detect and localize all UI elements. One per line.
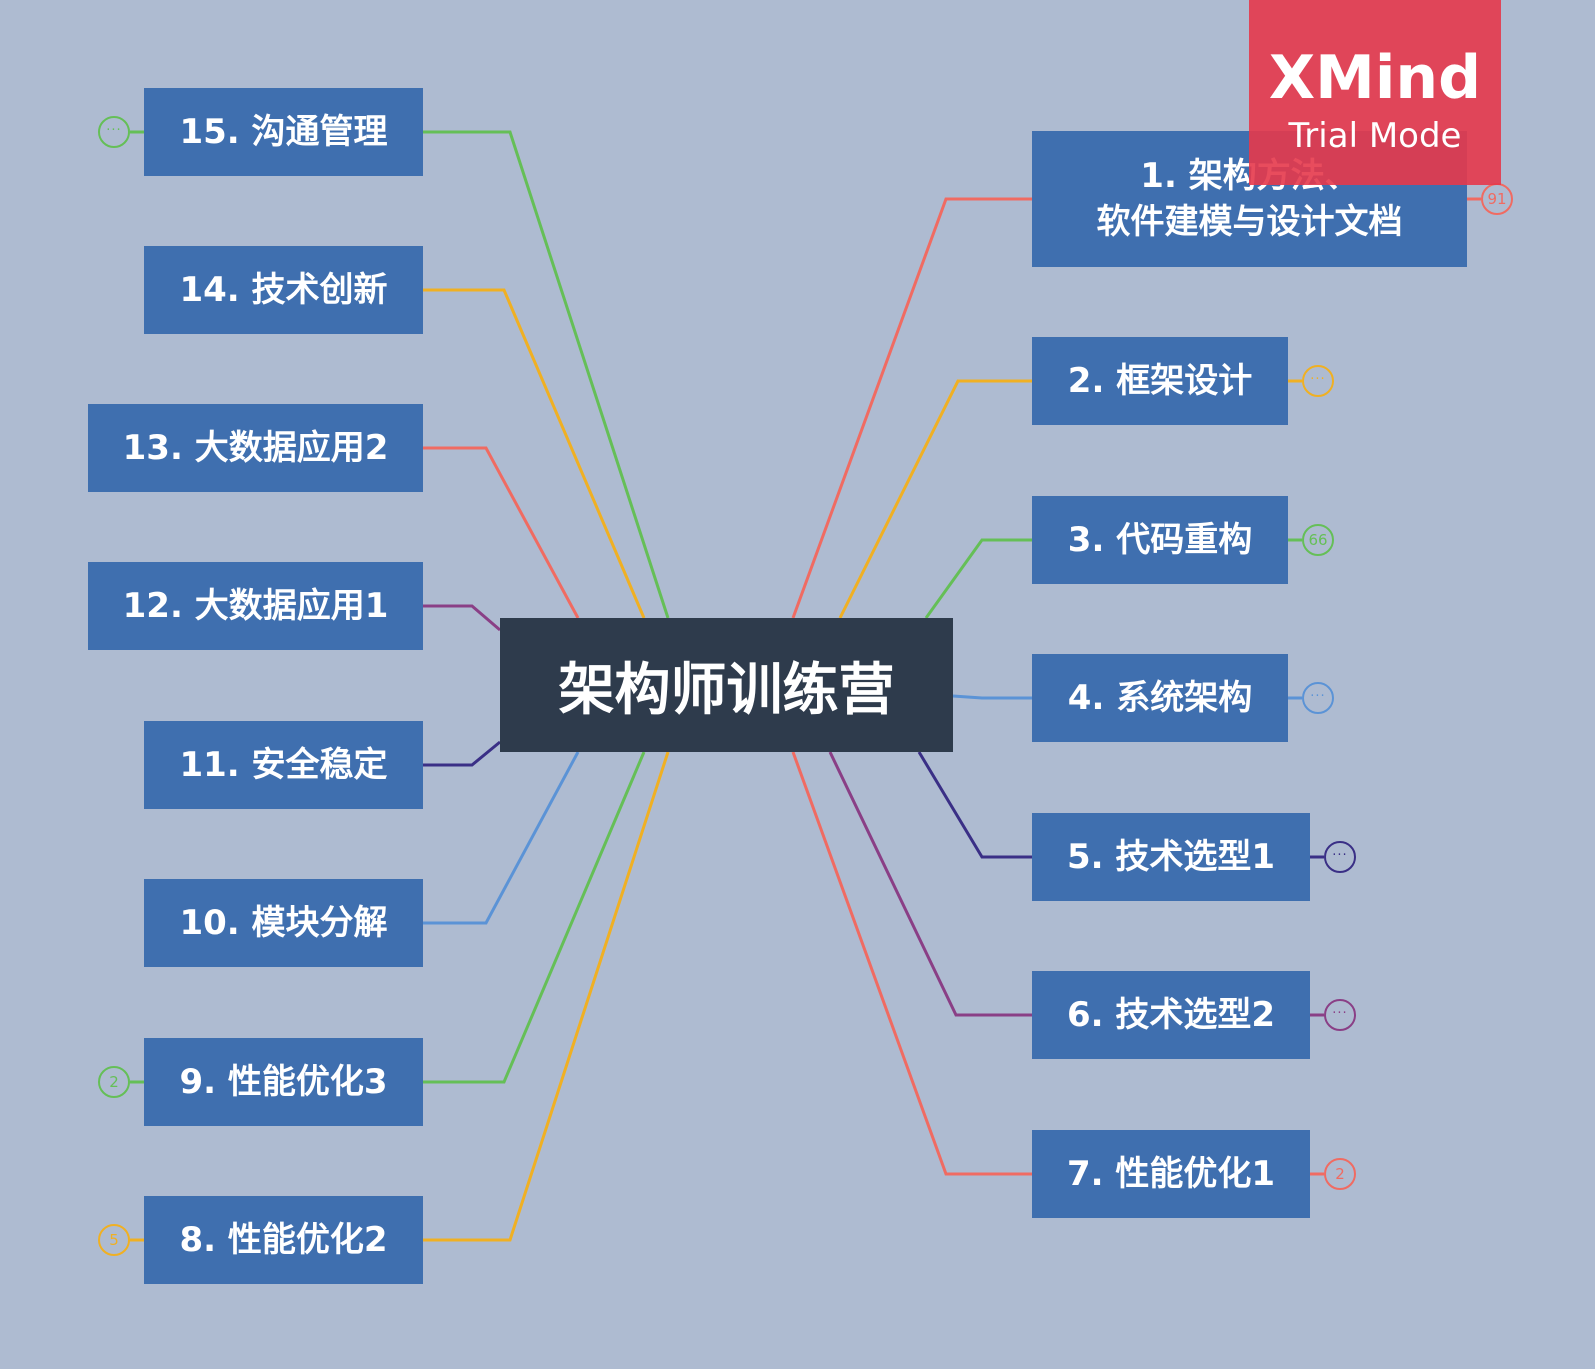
topic-2[interactable]: 2. 框架设计	[1032, 337, 1288, 425]
badge-text: ···	[106, 122, 122, 138]
topic-12[interactable]: 12. 大数据应用1	[88, 562, 423, 650]
topic-10[interactable]: 10. 模块分解	[144, 879, 423, 967]
collapse-toggle-icon[interactable]: ···	[1324, 999, 1356, 1031]
collapsed-count-badge[interactable]: 2	[1324, 1158, 1356, 1190]
collapse-toggle-icon[interactable]: ···	[98, 116, 130, 148]
topic-13[interactable]: 13. 大数据应用2	[88, 404, 423, 492]
badge-text: ···	[1310, 371, 1326, 387]
connector-topic-4	[952, 694, 1032, 700]
connector-topic-5	[917, 751, 1032, 859]
collapsed-count-badge[interactable]: 5	[98, 1224, 130, 1256]
badge-text: ···	[1310, 688, 1326, 704]
collapse-toggle-icon[interactable]: ···	[1324, 841, 1356, 873]
badge-text: 2	[1335, 1165, 1345, 1183]
topic-6[interactable]: 6. 技术选型2	[1032, 971, 1310, 1059]
connector-topic-10	[423, 751, 580, 925]
connector-topic-2	[838, 379, 1032, 619]
badge-text: ···	[1332, 847, 1348, 863]
topic-label: 6. 技术选型2	[1066, 995, 1276, 1035]
badge-text: 91	[1487, 190, 1507, 208]
topic-label: 12. 大数据应用1	[122, 586, 389, 626]
connector-topic-1	[791, 197, 1032, 619]
connector-topic-14	[423, 288, 646, 619]
topic-label: 9. 性能优化3	[179, 1062, 388, 1102]
topic-8[interactable]: 8. 性能优化2	[144, 1196, 423, 1284]
connector-topic-13	[423, 446, 580, 619]
topic-label: 13. 大数据应用2	[122, 428, 389, 468]
topic-15[interactable]: 15. 沟通管理	[144, 88, 423, 176]
badge-text: ···	[1332, 1005, 1348, 1021]
topic-14[interactable]: 14. 技术创新	[144, 246, 423, 334]
connector-topic-15	[423, 130, 670, 619]
topic-label: 2. 框架设计	[1067, 361, 1253, 401]
central-topic[interactable]: 架构师训练营	[500, 618, 953, 752]
topic-label: 5. 技术选型1	[1066, 837, 1276, 877]
topic-label: 10. 模块分解	[179, 903, 388, 943]
badge-text: 66	[1308, 531, 1328, 549]
topic-4[interactable]: 4. 系统架构	[1032, 654, 1288, 742]
connector-topic-8	[423, 751, 670, 1242]
watermark-mode: Trial Mode	[1288, 116, 1462, 156]
badge-text: 2	[109, 1073, 119, 1091]
topic-3[interactable]: 3. 代码重构	[1032, 496, 1288, 584]
topic-label: 8. 性能优化2	[179, 1220, 388, 1260]
topic-label: 4. 系统架构	[1067, 678, 1253, 718]
collapsed-count-badge[interactable]: 66	[1302, 524, 1334, 556]
topic-9[interactable]: 9. 性能优化3	[144, 1038, 423, 1126]
connector-topic-6	[828, 751, 1032, 1017]
topic-label: 3. 代码重构	[1067, 520, 1253, 560]
topic-label: 15. 沟通管理	[179, 112, 388, 152]
topic-label: 11. 安全稳定	[179, 745, 388, 785]
collapse-toggle-icon[interactable]: ···	[1302, 365, 1334, 397]
connector-topic-3	[924, 538, 1032, 619]
badge-text: 5	[109, 1231, 119, 1249]
connector-topic-7	[791, 751, 1032, 1176]
connector-topic-9	[423, 751, 646, 1084]
topic-7[interactable]: 7. 性能优化1	[1032, 1130, 1310, 1218]
topic-label: 软件建模与设计文档	[1096, 202, 1403, 242]
trial-watermark: XMind Trial Mode	[1249, 0, 1501, 185]
collapsed-count-badge[interactable]: 91	[1481, 183, 1513, 215]
connector-topic-12	[423, 604, 501, 632]
connector-topic-11	[423, 740, 501, 767]
topic-label: 7. 性能优化1	[1066, 1154, 1276, 1194]
central-topic-label: 架构师训练营	[558, 657, 895, 723]
topic-5[interactable]: 5. 技术选型1	[1032, 813, 1310, 901]
collapse-toggle-icon[interactable]: ···	[1302, 682, 1334, 714]
watermark-brand: XMind	[1268, 43, 1482, 113]
collapsed-count-badge[interactable]: 2	[98, 1066, 130, 1098]
topic-label: 14. 技术创新	[179, 270, 388, 310]
topic-11[interactable]: 11. 安全稳定	[144, 721, 423, 809]
